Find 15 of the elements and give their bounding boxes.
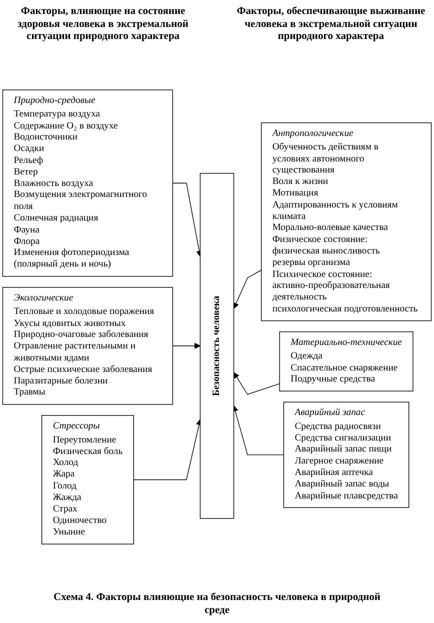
node-box: Аварийный запас Средства радиосвязи Средства сигнализации Аварийный запас пищи Лагерное снаряжение Аварийная аптечка Аварийный запас воды Аварийные плавсредства <box>283 402 410 508</box>
arrow <box>172 342 200 349</box>
node-box: Природно-средовые Температура воздуха Содержание O₂ в воздухе Водоисточники Осадки Рельеф Ветер Влажность воздуха Возмущения электромагнитного поля Солнечная радиация Фауна Флора Изменения фотопериодизма (полярный день и ночь) <box>2 89 174 276</box>
node-box: Безопасность человека <box>200 172 234 519</box>
arrow <box>234 372 280 395</box>
node-box: Экологические Тепловые и холодовые поражения Укусы ядовитых животных Природно-очаговые заболевания Отравление растительными и животными ядами Острые психические заболевания Паразитарные болезни Травмы <box>2 286 174 405</box>
arrow <box>133 418 202 480</box>
node-box: Антропологические Обученность действиям в условиях автономного существования Воля к жизни Мотивация Адаптированность к условиям климата Морально-волевые качества Физическое состояние: физическая выносливость резервы организма Психическое состояние: активно-преобразовательная деятельность психологическая подготовленность <box>260 122 432 321</box>
caption: Схема 4. Факторы влияющие на безопасность человека в природной среде <box>52 590 382 618</box>
arrow <box>233 269 262 309</box>
column-heading: Факторы, обеспечивающие выживание человека в экстремальной ситуации природного характера <box>236 6 426 44</box>
arrow <box>232 405 284 455</box>
column-heading: Факторы, влияющие на состояние здоровья человека в экстремальной ситуации природного характера <box>16 6 190 44</box>
node-box: Материально-технические Одежда Спасательное снаряжение Подручные средства <box>279 331 414 392</box>
node-box: Стрессоры Переутомление Физическая боль Холод Жара Голод Жажда Страх Одиночество Уныние <box>41 414 134 544</box>
